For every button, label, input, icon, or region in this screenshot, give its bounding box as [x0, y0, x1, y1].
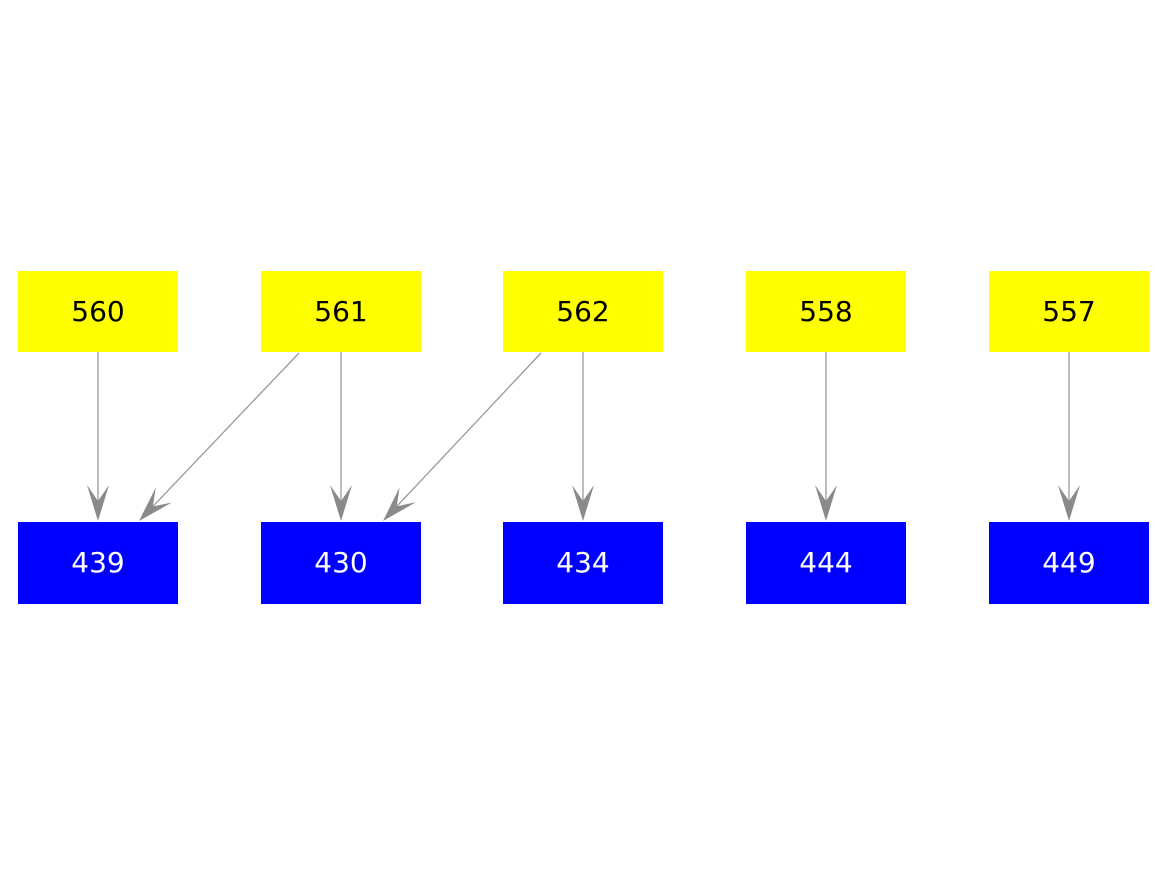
node-449: 449 — [989, 522, 1149, 604]
node-444: 444 — [746, 522, 906, 604]
node-label: 562 — [556, 294, 610, 328]
node-561: 561 — [261, 271, 421, 352]
node-label: 449 — [1042, 546, 1096, 579]
node-label: 444 — [799, 546, 853, 579]
arrowhead-icon — [1058, 485, 1080, 521]
arrowhead-icon — [383, 487, 416, 521]
node-label: 430 — [314, 546, 368, 579]
edge-561-to-439 — [152, 352, 300, 507]
node-434: 434 — [503, 522, 663, 604]
arrowhead-icon — [572, 485, 594, 521]
node-label: 434 — [556, 546, 610, 579]
node-label: 557 — [1042, 294, 1096, 328]
node-label: 558 — [799, 294, 853, 328]
node-560: 560 — [18, 271, 178, 352]
arrowhead-icon — [87, 485, 109, 521]
node-label: 560 — [71, 294, 125, 328]
node-557: 557 — [989, 271, 1149, 352]
arrowhead-icon — [139, 487, 172, 521]
arrowhead-icon — [815, 485, 837, 521]
node-label: 439 — [71, 546, 125, 579]
node-562: 562 — [503, 271, 663, 352]
node-558: 558 — [746, 271, 906, 352]
edge-562-to-430 — [396, 352, 542, 507]
node-439: 439 — [18, 522, 178, 604]
node-430: 430 — [261, 522, 421, 604]
node-label: 561 — [314, 294, 368, 328]
arrowhead-icon — [330, 485, 352, 521]
